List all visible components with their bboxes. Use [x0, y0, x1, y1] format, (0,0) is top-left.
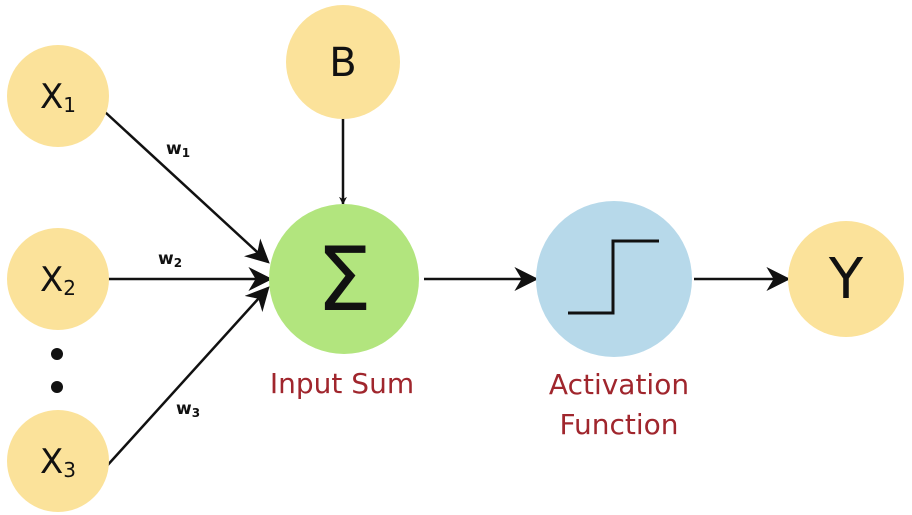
bias-node: B	[286, 5, 400, 119]
x3-subscript: 3	[63, 458, 76, 482]
sum-node: Σ	[269, 204, 419, 354]
svg-text:X1: X1	[40, 77, 76, 117]
activation-caption-line2: Function	[559, 408, 678, 441]
x1-label: X	[40, 77, 63, 117]
bias-label: B	[329, 40, 356, 86]
input-node-x3: X3	[7, 410, 109, 512]
activation-node	[536, 201, 692, 357]
sigma-symbol: Σ	[316, 228, 372, 331]
input-node-x1: X1	[7, 45, 109, 147]
x1-subscript: 1	[63, 93, 76, 117]
weight-w2: w2	[158, 249, 182, 270]
step-function-icon	[568, 239, 659, 315]
weight-w1: w1	[166, 139, 190, 160]
sum-caption: Input Sum	[270, 367, 414, 400]
x2-label: X	[40, 260, 63, 300]
input-node-x2: X2	[7, 228, 109, 330]
edge-x1-to-sum	[104, 111, 270, 264]
activation-caption-line1: Activation	[549, 368, 689, 401]
weight-w3: w3	[176, 399, 200, 420]
output-node: Y	[788, 221, 904, 337]
x3-label: X	[40, 442, 63, 482]
vertical-dots-icon	[51, 348, 63, 393]
output-label: Y	[828, 247, 864, 312]
svg-text:X2: X2	[40, 260, 76, 300]
x2-subscript: 2	[63, 276, 76, 300]
svg-text:X3: X3	[40, 442, 76, 482]
edge-x3-to-sum	[104, 286, 270, 469]
